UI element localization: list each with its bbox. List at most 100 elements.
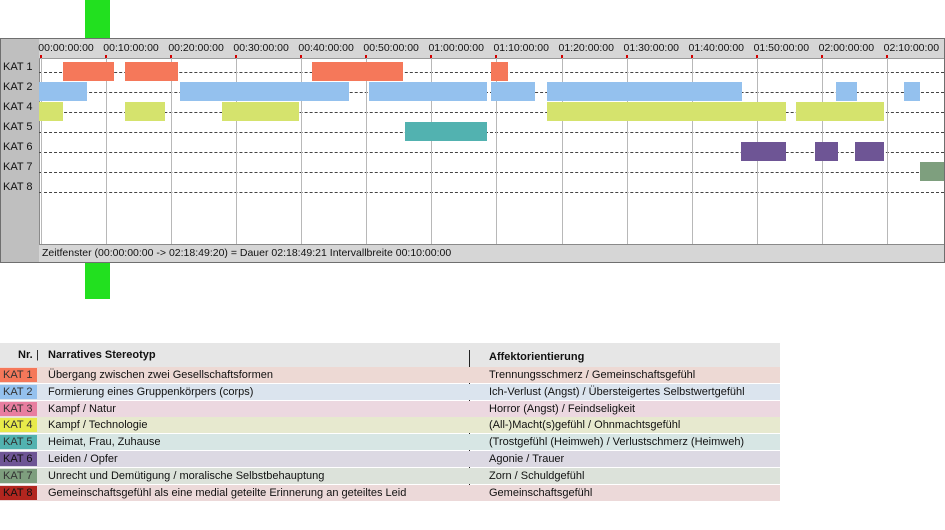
segment-kat-2[interactable] [903, 82, 920, 101]
legend-affekt-text: (All-)Macht(s)gefühl / Ohnmachtsgefühl [489, 419, 681, 432]
tick-mark [235, 55, 238, 58]
segment-kat-2[interactable] [179, 82, 349, 101]
tick-mark [300, 55, 303, 58]
legend-category-swatch: KAT 2 [0, 384, 37, 399]
legend-row-kat-7: KAT 7 Unrecht und Demütigung / moralische… [0, 467, 780, 484]
segment-kat-1[interactable] [63, 62, 115, 81]
tick-gridline [106, 58, 108, 244]
status-bar: Zeitfenster (00:00:00:00 -> 02:18:49:20)… [39, 244, 944, 262]
tick-mark [365, 55, 368, 58]
row-label-kat-8: KAT 8 [3, 181, 33, 193]
row-label-kat-4: KAT 4 [3, 101, 33, 113]
tick-mark [820, 55, 823, 58]
legend-row-kat-2: KAT 2 Formierung eines Gruppenkörpers (co… [0, 383, 780, 400]
legend-header: Nr. | Narratives Stereotyp Affektorienti… [0, 343, 780, 367]
segment-kat-4[interactable] [222, 102, 299, 121]
segment-kat-6[interactable] [854, 142, 885, 161]
legend-header-affekt: Affektorientierung [489, 351, 585, 363]
legend-header-separator: | [36, 349, 39, 361]
legend-category-swatch: KAT 1 [0, 368, 37, 382]
legend-category-swatch: KAT 7 [0, 468, 37, 483]
segment-kat-6[interactable] [740, 142, 786, 161]
row-label-kat-5: KAT 5 [3, 121, 33, 133]
legend-affekt-text: Trennungsschmerz / Gemeinschaftsgefühl [489, 369, 696, 381]
tick-label: 01:50:00:00 [753, 42, 810, 54]
legend-affekt-text: Agonie / Trauer [489, 453, 565, 465]
legend-affekt-text: Gemeinschaftsgefühl [489, 486, 593, 499]
row-guide-line [39, 192, 944, 193]
legend-affekt-text: Ich-Verlust (Angst) / Übersteigertes Sel… [489, 385, 745, 398]
row-guide-line [39, 112, 944, 113]
tick-gridline [431, 58, 433, 244]
tick-label: 00:20:00:00 [168, 42, 224, 54]
tick-gridline [886, 58, 888, 244]
legend-stereotyp-text: Gemeinschaftsgefühl als eine medial gete… [48, 486, 407, 499]
segment-kat-2[interactable] [547, 82, 742, 101]
tick-mark [625, 55, 628, 58]
tick-mark [690, 55, 693, 58]
tick-label: 00:10:00:00 [103, 42, 159, 54]
legend-header-nr: Nr. [18, 349, 33, 361]
legend-stereotyp-text: Unrecht und Demütigung / moralische Selb… [48, 469, 325, 482]
segment-kat-4[interactable] [796, 102, 885, 121]
legend-row-kat-8: KAT 8 Gemeinschaftsgefühl als eine medial… [0, 484, 780, 501]
category-legend: Nr. | Narratives Stereotyp Affektorienti… [0, 343, 780, 507]
tick-mark [430, 55, 433, 58]
status-text: Zeitfenster (00:00:00:00 -> 02:18:49:20)… [42, 247, 452, 259]
segment-kat-1[interactable] [124, 62, 179, 81]
segment-kat-1[interactable] [491, 62, 509, 81]
row-guide-line [39, 152, 944, 153]
segment-kat-7[interactable] [919, 162, 944, 181]
legend-stereotyp-text: Leiden / Opfer [48, 453, 118, 465]
row-label-kat-7: KAT 7 [3, 161, 33, 173]
legend-stereotyp-text: Kampf / Technologie [48, 419, 148, 432]
legend-category-swatch: KAT 8 [0, 485, 37, 500]
segment-kat-5[interactable] [404, 122, 487, 141]
legend-row-kat-5: KAT 5 Heimat, Frau, Zuhause (Trostgefühl (… [0, 434, 780, 451]
segment-kat-2[interactable] [39, 82, 87, 101]
segment-kat-2[interactable] [490, 82, 535, 101]
tick-gridline [366, 58, 368, 244]
legend-stereotyp-text: Formierung eines Gruppenkörpers (corps) [48, 385, 254, 398]
tick-label: 00:40:00:00 [298, 42, 354, 54]
legend-affekt-text: Zorn / Schuldgefühl [489, 469, 585, 482]
tick-gridline [691, 58, 693, 244]
legend-stereotyp-text: Kampf / Natur [48, 402, 116, 415]
legend-stereotyp-text: Heimat, Frau, Zuhause [48, 436, 161, 449]
legend-row-kat-4: KAT 4 Kampf / Technologie (All-)Macht(s)ge… [0, 417, 780, 434]
legend-category-swatch: KAT 5 [0, 435, 37, 450]
legend-category-swatch: KAT 3 [0, 401, 37, 416]
tick-label: 01:20:00:00 [558, 42, 614, 54]
legend-category-swatch: KAT 6 [0, 452, 37, 466]
row-label-kat-1: KAT 1 [3, 61, 33, 73]
tick-mark [105, 55, 108, 58]
segment-kat-6[interactable] [815, 142, 838, 161]
tick-mark [495, 55, 498, 58]
segment-kat-4[interactable] [547, 102, 786, 121]
segment-kat-4[interactable] [39, 102, 63, 121]
legend-affekt-text: (Trostgefühl (Heimweh) / Verlustschmerz … [489, 436, 745, 449]
segment-kat-1[interactable] [312, 62, 403, 81]
tick-mark [170, 55, 173, 58]
legend-affekt-text: Horror (Angst) / Feindseligkeit [489, 402, 636, 415]
segment-kat-4[interactable] [124, 102, 165, 121]
tick-label: 02:00:00:00 [818, 42, 875, 54]
tick-mark [885, 55, 888, 58]
segment-kat-2[interactable] [369, 82, 487, 101]
tick-label: 00:50:00:00 [363, 42, 419, 54]
tick-gridline [301, 58, 303, 244]
legend-row-kat-3: KAT 3 Kampf / Natur Horror (Angst) / Feind… [0, 400, 780, 417]
playhead-marker-top[interactable] [85, 0, 110, 38]
segment-kat-2[interactable] [835, 82, 857, 101]
tick-label: 01:30:00:00 [623, 42, 679, 54]
tick-gridline [171, 58, 173, 244]
row-guide-line [39, 172, 944, 173]
tick-gridline [496, 58, 498, 244]
legend-category-swatch: KAT 4 [0, 418, 37, 433]
row-label-kat-2: KAT 2 [3, 81, 33, 93]
tick-label: 02:10:00:00 [883, 42, 940, 54]
playhead-marker-bottom[interactable] [85, 263, 110, 299]
